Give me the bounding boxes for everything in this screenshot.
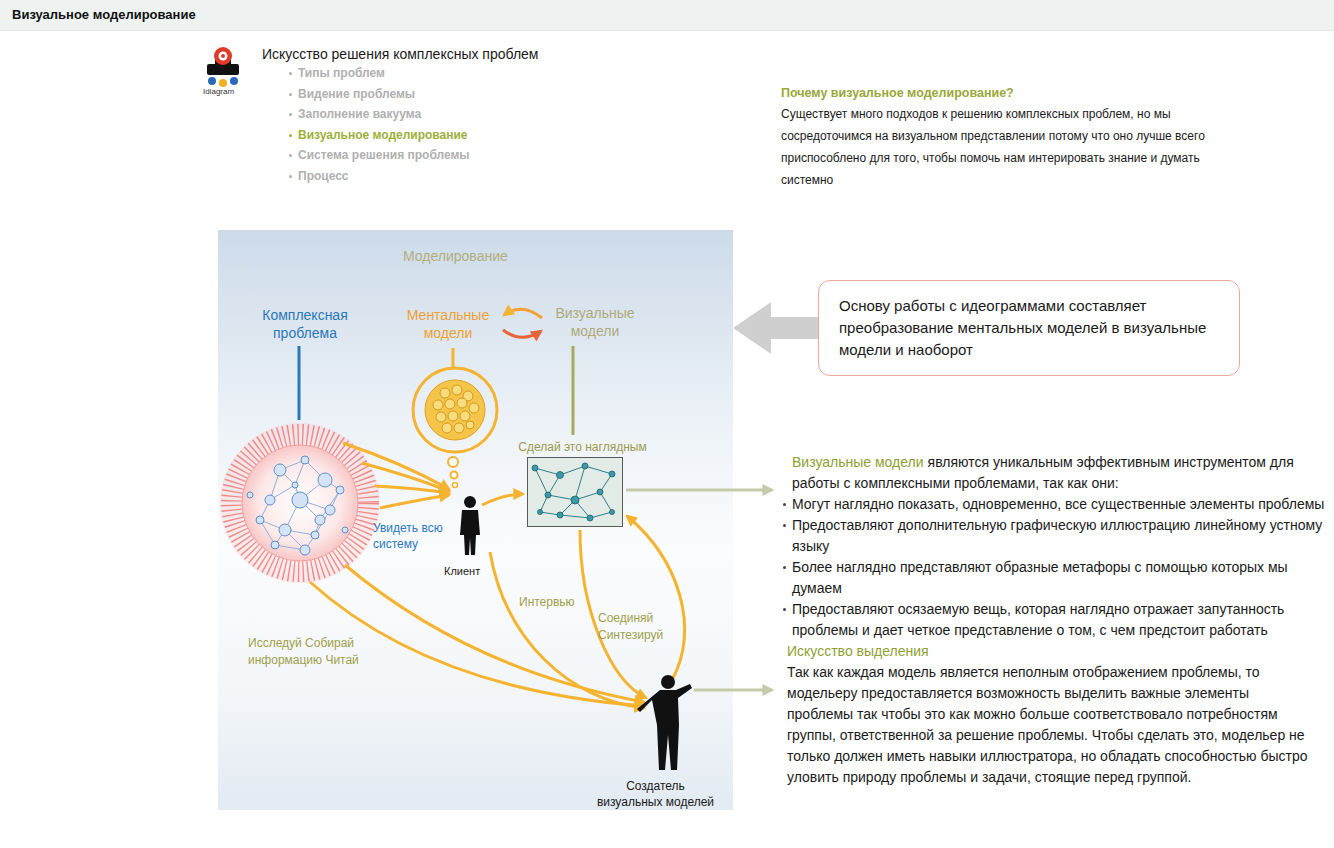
figure-label: Создатель визуальных моделей <box>596 778 715 810</box>
menu-item: Процесс <box>298 168 349 184</box>
menu-item: Заполнение вакуума <box>298 106 421 122</box>
bullet-text: Могут наглядно показать, одновременно, в… <box>792 494 1327 515</box>
menu-bullet <box>289 134 292 137</box>
menu-bullet <box>289 154 292 157</box>
page-title: Визуальное моделирование <box>12 7 196 22</box>
bullet-text: Предоставляют осязаемую вещь, которая на… <box>792 599 1327 641</box>
menu-bullet <box>289 93 292 96</box>
action-label: Соединяй Синтезируй <box>598 610 663 644</box>
action-label: Исследуй Собирай информацию Читай <box>248 635 373 669</box>
leader-arrow <box>694 689 772 692</box>
body-paragraph: Так как каждая модель является неполным … <box>782 662 1319 788</box>
stage-label: Комплексная проблема <box>250 306 360 342</box>
visual-model-box: Сделай это наглядным <box>505 440 660 527</box>
menu-bullet <box>289 175 292 178</box>
intro-keyword: Визуальные модели <box>792 454 924 470</box>
action-label: Увидеть всю систему <box>373 520 453 552</box>
text-column: Визуальные моделиявляются уникальным эфф… <box>782 452 1327 788</box>
callout-box: Основу работы с идеограммами составляет … <box>818 280 1240 376</box>
client-figure <box>460 496 480 555</box>
section-heading: Искусство выделения <box>782 641 1327 662</box>
intro-paragraph: Существует много подходов к решению комп… <box>781 103 1243 191</box>
node-text: Основу работы с идеограммами составляет … <box>839 295 1221 361</box>
bullet-dot <box>783 524 786 527</box>
node-text: Моделирование <box>403 247 508 265</box>
bullet-row: Более наглядно представляют образные мет… <box>782 557 1327 599</box>
action-label: Интервью <box>519 594 575 610</box>
bullet-dot <box>783 608 786 611</box>
menu-bullet <box>289 72 292 75</box>
cycle-arrow <box>504 309 542 318</box>
node-text: Сделай это наглядным <box>505 440 660 455</box>
visual-model-network <box>532 463 615 521</box>
bullet-row: Могут наглядно показать, одновременно, в… <box>782 494 1327 515</box>
mental-model-ball <box>413 368 497 488</box>
leader-arrow <box>626 489 772 492</box>
logo-wordmark: Idiagram <box>203 87 234 97</box>
stage-label: Ментальные модели <box>400 306 496 342</box>
bullet-text: Предоставляют дополнительную графическую… <box>792 515 1327 557</box>
menu-bullet <box>289 113 292 116</box>
stage-label: Визуальные модели <box>545 304 645 340</box>
series-heading: Искусство решения комплексных проблем <box>262 45 539 63</box>
menu-item: Видение проблемы <box>298 86 415 102</box>
modeler-figure <box>637 675 692 770</box>
cycle-arrow <box>503 330 541 337</box>
title-bar: Визуальное моделирование <box>0 0 1334 31</box>
figure-label: Клиент <box>444 564 480 578</box>
bullet-dot <box>783 503 786 506</box>
bullet-dot <box>783 566 786 569</box>
stage-line <box>452 348 455 368</box>
logo-icon <box>207 47 239 87</box>
section-heading: Почему визуальное моделирование? <box>781 85 1014 101</box>
connector-arrow <box>733 302 818 354</box>
flow-arrows <box>310 443 685 708</box>
intro-block: Визуальные моделиявляются уникальным эфф… <box>782 452 1302 494</box>
stage-line <box>572 346 575 435</box>
bullet-row: Предоставляют дополнительную графическую… <box>782 515 1327 557</box>
bullet-row: Предоставляют осязаемую вещь, которая на… <box>782 599 1327 641</box>
menu-item: Типы проблем <box>298 65 385 81</box>
bullet-text: Более наглядно представляют образные мет… <box>792 557 1327 599</box>
menu-item-active: Визуальное моделирование <box>298 127 468 143</box>
stage-line <box>298 346 301 420</box>
menu-item: Система решения проблемы <box>298 147 470 163</box>
